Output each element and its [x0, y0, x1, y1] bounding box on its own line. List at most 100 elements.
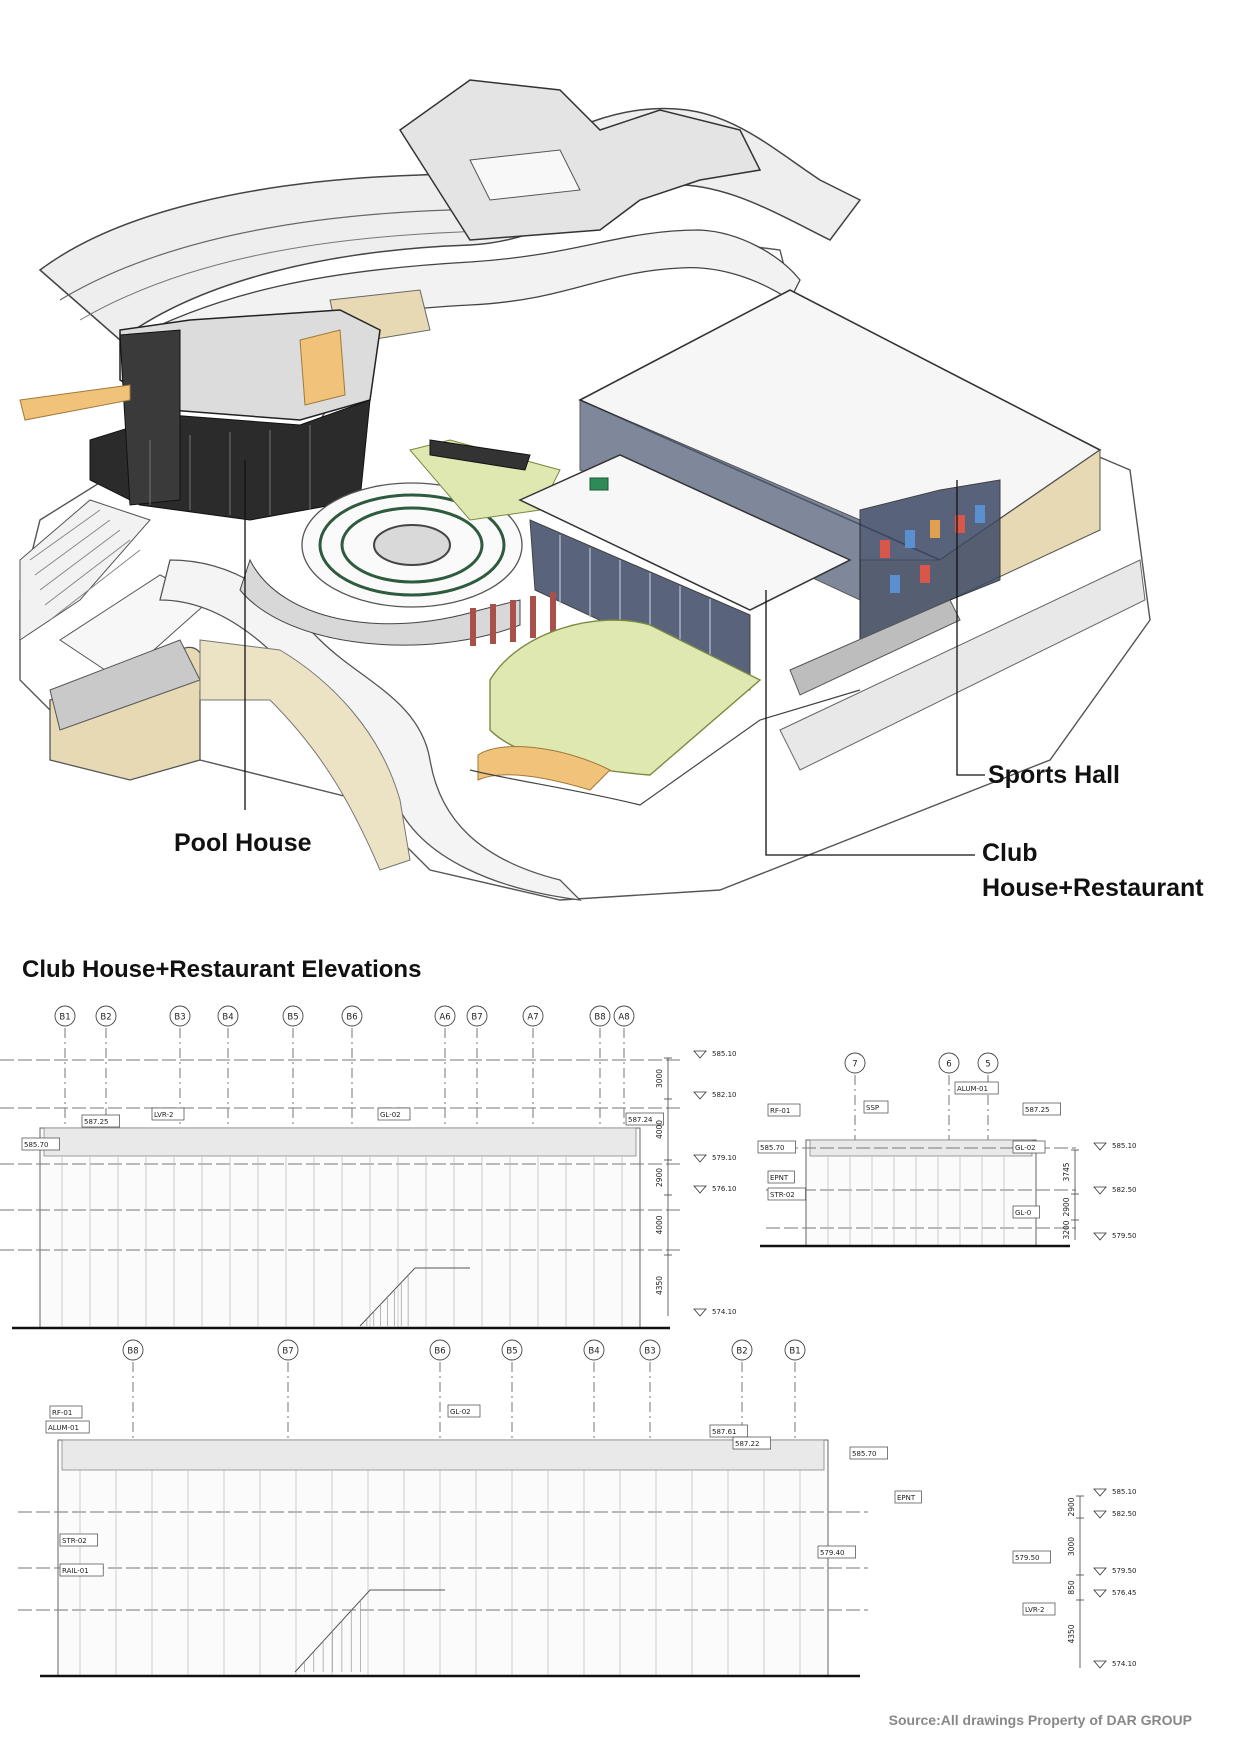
axonometric-view — [19, 79, 1151, 901]
section-title: Club House+Restaurant Elevations — [22, 956, 422, 983]
material-tag-label: STR-02 — [770, 1191, 795, 1199]
level-label: 585.10 — [712, 1050, 737, 1058]
grid-bubble — [466, 1005, 488, 1027]
material-tag — [863, 1100, 889, 1114]
material-tag — [1022, 1102, 1061, 1116]
material-tag-label: ALUM-01 — [957, 1085, 988, 1093]
grid-bubble — [282, 1005, 304, 1027]
material-tag — [59, 1563, 104, 1577]
level-marker — [1093, 1567, 1107, 1576]
level-marker — [693, 1091, 707, 1100]
material-tag — [767, 1103, 801, 1117]
material-tag — [767, 1170, 795, 1184]
pool-bridge — [19, 384, 131, 421]
material-tag — [1012, 1140, 1046, 1154]
grid-bubble — [95, 1005, 117, 1027]
material-tag — [849, 1446, 888, 1460]
grid-label: 6 — [946, 1060, 951, 1070]
level-marker — [1093, 1589, 1107, 1598]
grid-label: B8 — [594, 1013, 605, 1023]
building-outline — [57, 1439, 829, 1677]
level-label: 579.50 — [1112, 1567, 1137, 1575]
roundabout-ring-1 — [318, 493, 506, 597]
stair-rail — [359, 1267, 470, 1327]
material-tag-label: GL-02 — [1015, 1144, 1036, 1152]
grid-bubble — [938, 1052, 960, 1074]
dimension-label: 4350 — [655, 1276, 664, 1295]
grid-bubble — [589, 1005, 611, 1027]
level-marker — [1093, 1510, 1107, 1519]
building-outline — [39, 1127, 641, 1329]
left-stair-hatching — [29, 509, 141, 621]
grid-bubble — [613, 1005, 635, 1027]
material-tag-label: 579.50 — [1015, 1554, 1040, 1562]
right-ramp — [789, 599, 961, 696]
material-tag-label: GL-02 — [380, 1111, 401, 1119]
level-label: 579.50 — [1112, 1232, 1137, 1240]
level-marker — [1093, 1232, 1107, 1241]
material-tag-label: LVR-2 — [154, 1111, 173, 1119]
material-tag — [45, 1420, 90, 1434]
pool-house-label: Pool House — [174, 829, 312, 857]
lower-sand-wall — [199, 639, 411, 871]
material-tag-label: EPNT — [770, 1174, 789, 1182]
grid-bubble — [731, 1339, 753, 1361]
grid-bubble — [844, 1052, 866, 1074]
dimension-label: 3000 — [1067, 1537, 1076, 1556]
grid-label: B3 — [644, 1347, 655, 1357]
material-tag — [757, 1140, 796, 1154]
grid-bubble — [501, 1339, 523, 1361]
level-label: 579.10 — [712, 1154, 737, 1162]
material-tag — [151, 1107, 185, 1121]
level-label: 574.10 — [1112, 1660, 1137, 1668]
dimension-label: 850 — [1067, 1580, 1076, 1595]
level-marker — [693, 1185, 707, 1194]
material-tag — [894, 1490, 922, 1504]
material-tag-label: RAIL-01 — [62, 1567, 89, 1575]
upper-building-roof — [469, 149, 581, 201]
level-marker — [693, 1154, 707, 1163]
grid-label: B4 — [222, 1013, 233, 1023]
roundabout-center — [373, 524, 451, 566]
club-house-label-line-1: Club — [982, 839, 1038, 867]
level-label: 582.10 — [712, 1091, 737, 1099]
grid-label: B8 — [127, 1347, 138, 1357]
stair-rail — [294, 1589, 445, 1673]
grid-bubble — [977, 1052, 999, 1074]
material-tag — [49, 1405, 83, 1419]
sports-hall-label: Sports Hall — [988, 761, 1120, 789]
material-tag — [709, 1424, 748, 1438]
material-tag — [377, 1107, 411, 1121]
grid-label: B3 — [174, 1013, 185, 1023]
material-tag-label: STR-02 — [62, 1537, 87, 1545]
dimension-label: 2900 — [1067, 1497, 1076, 1516]
grid-bubble — [639, 1339, 661, 1361]
grid-bubble — [522, 1005, 544, 1027]
right-road — [779, 559, 1146, 771]
material-tag-label: LVR-2 — [1025, 1606, 1044, 1614]
grid-bubble — [583, 1339, 605, 1361]
club-house-label-line-2: House+Restaurant — [982, 874, 1204, 902]
level-label: 582.50 — [1112, 1186, 1137, 1194]
grid-bubble — [277, 1339, 299, 1361]
level-marker — [1093, 1142, 1107, 1151]
grid-label: B6 — [434, 1347, 445, 1357]
sports-hall-colored-panels — [880, 505, 985, 593]
roundabout-ring-2 — [340, 506, 484, 584]
pool-house-accent — [299, 329, 346, 406]
grid-bubble — [429, 1339, 451, 1361]
grid-bubble — [122, 1339, 144, 1361]
rooftop-unit — [589, 477, 609, 491]
material-tag-label: SSP — [866, 1104, 879, 1112]
level-marker — [1093, 1660, 1107, 1669]
grid-bubble — [784, 1339, 806, 1361]
dimension-label: 2900 — [1062, 1197, 1071, 1216]
material-tag-label: 585.70 — [760, 1144, 785, 1152]
dimension-label: 3200 — [1062, 1220, 1071, 1239]
roof-band — [61, 1439, 825, 1471]
material-tag-label: 587.25 — [1025, 1106, 1050, 1114]
grid-label: B5 — [506, 1347, 517, 1357]
roof-band — [43, 1127, 637, 1157]
